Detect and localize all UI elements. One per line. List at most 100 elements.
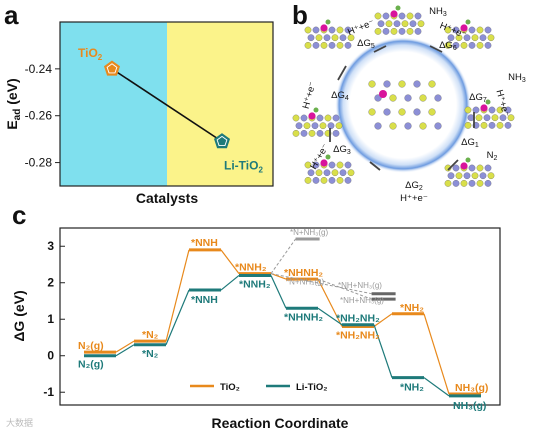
lattice-atom xyxy=(311,122,319,130)
lattice-atom xyxy=(328,161,336,169)
lattice-atom xyxy=(304,161,312,169)
lattice-atom xyxy=(476,26,484,34)
lithium-atom xyxy=(460,162,468,170)
center-atom xyxy=(413,80,421,88)
lattice-atom xyxy=(398,12,406,20)
watermark: 大数据 xyxy=(6,417,33,428)
lattice-atom xyxy=(476,164,484,172)
panel-a-xlabel: Catalysts xyxy=(136,190,198,206)
lattice-atom xyxy=(483,114,491,122)
lattice-atom xyxy=(471,172,479,180)
lattice-atom xyxy=(468,180,476,187)
panel-c-ytick-label: 2 xyxy=(47,276,54,290)
molecule-cluster xyxy=(444,157,495,187)
panel-b-diagram: H⁺+e⁻ΔG5H⁺+e⁻ΔG6NH3NH3H⁺+e⁻ΔG7N2ΔG1ΔG2H⁺… xyxy=(292,5,526,204)
lattice-atom xyxy=(487,34,495,42)
nitrogen-atom xyxy=(465,157,471,163)
nitrogen-atom xyxy=(325,19,331,25)
lattice-atom xyxy=(382,28,390,35)
panel-a-yticks: -0.24-0.26-0.28 xyxy=(25,62,60,170)
lattice-atom xyxy=(374,12,382,20)
lattice-atom xyxy=(332,114,340,122)
step-label: N2 xyxy=(487,150,498,162)
step-label: ΔG2 xyxy=(405,180,423,192)
lattice-atom xyxy=(491,114,499,122)
panel-a-point-fill xyxy=(107,64,117,73)
center-atom xyxy=(389,122,397,130)
panel-letter-b: b xyxy=(292,0,308,30)
panel-c-ytick-label: 1 xyxy=(47,312,54,326)
lattice-atom xyxy=(319,122,327,130)
litio2-level-label: NH₃(g) xyxy=(453,400,486,412)
lattice-atom xyxy=(304,42,312,49)
center-atom xyxy=(434,94,442,102)
litio2-level-label: *NH₂ xyxy=(400,382,424,394)
lattice-atom xyxy=(374,28,382,35)
litio2-connector xyxy=(115,344,135,357)
panel-c-frame xyxy=(59,227,501,406)
lattice-atom xyxy=(476,180,484,187)
center-atom xyxy=(389,94,397,102)
panel-a-frame xyxy=(59,21,274,187)
center-atom xyxy=(374,122,382,130)
nitrogen-atom xyxy=(395,5,401,11)
gray-level-label: *N+NH₃(g) xyxy=(290,228,328,237)
lattice-atom xyxy=(406,28,414,35)
lattice-atom xyxy=(479,34,487,42)
lattice-atom xyxy=(455,172,463,180)
litio2-level-label: *NHNH₂ xyxy=(284,311,323,323)
panel-a-point-label: Li-TiO2 xyxy=(224,158,263,174)
lattice-atom xyxy=(295,122,303,130)
lattice-atom xyxy=(335,122,343,130)
step-reagent: H⁺+e⁻ xyxy=(346,17,376,38)
tio2-connector xyxy=(317,278,343,327)
center-atom xyxy=(398,80,406,88)
lattice-atom xyxy=(496,106,504,114)
lattice-atom xyxy=(504,106,512,114)
lattice-atom xyxy=(507,114,515,122)
lattice-atom xyxy=(292,114,300,122)
step-arrow xyxy=(373,45,387,53)
panel-a-ytick-label: -0.28 xyxy=(25,156,53,170)
lattice-atom xyxy=(460,42,468,49)
lattice-atom xyxy=(468,164,476,172)
lattice-atom xyxy=(452,26,460,34)
lattice-atom xyxy=(300,114,308,122)
center-atom xyxy=(413,108,421,116)
center-atom xyxy=(428,108,436,116)
lattice-atom xyxy=(484,26,492,34)
lattice-atom xyxy=(336,26,344,34)
step-arrow xyxy=(337,65,347,81)
litio2-level-label: *NH₂NH₂ xyxy=(336,313,380,325)
center-atom xyxy=(404,122,412,130)
molecule-cluster xyxy=(304,19,355,49)
lattice-atom xyxy=(303,122,311,130)
molecule-cluster xyxy=(374,5,425,35)
center-atom xyxy=(383,80,391,88)
lattice-atom xyxy=(385,20,393,28)
lattice-atom xyxy=(347,34,355,42)
panel-letter-a: a xyxy=(4,0,19,30)
lattice-atom xyxy=(471,34,479,42)
lattice-atom xyxy=(472,106,480,114)
lattice-atom xyxy=(307,169,315,177)
litio2-level-label: *NNH₂ xyxy=(239,278,271,290)
lattice-atom xyxy=(312,177,320,184)
lithium-atom xyxy=(320,24,328,32)
lattice-atom xyxy=(484,164,492,172)
lattice-atom xyxy=(484,180,492,187)
center-lithium-atom xyxy=(379,90,387,98)
panel-c-ylabel: ΔG (eV) xyxy=(11,290,27,341)
nitrogen-atom xyxy=(485,99,491,105)
center-atom xyxy=(383,108,391,116)
center-atom xyxy=(368,108,376,116)
tio2-connector xyxy=(423,313,450,395)
center-atom xyxy=(419,122,427,130)
lattice-atom xyxy=(344,161,352,169)
lattice-atom xyxy=(401,20,409,28)
lattice-atom xyxy=(304,26,312,34)
center-molecule xyxy=(368,80,442,130)
litio2-level-label: N₂(g) xyxy=(78,359,104,371)
